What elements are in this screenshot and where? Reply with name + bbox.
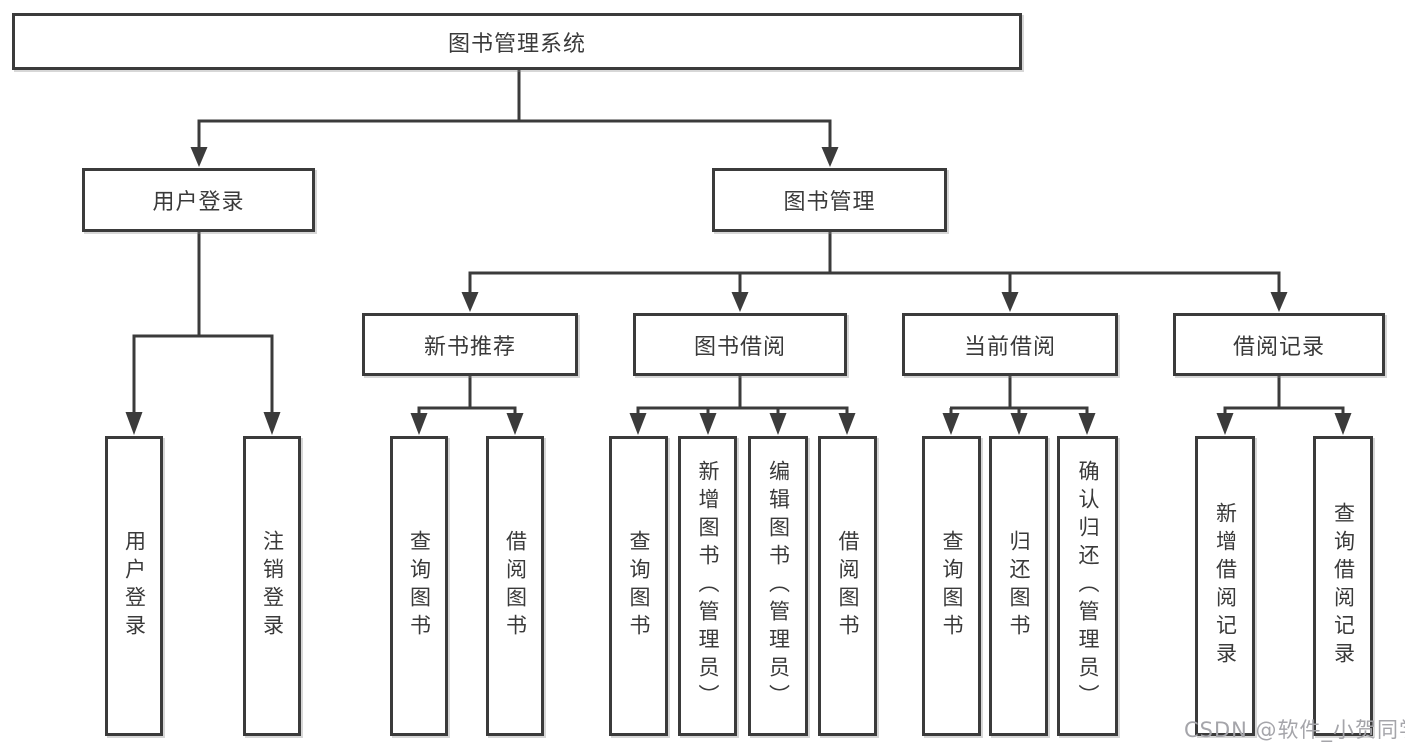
leaf-query-books-current: 查询图书: [922, 436, 981, 736]
leaf-borrow-books-recommend: 借阅图书: [486, 436, 544, 736]
node-root: 图书管理系统: [12, 13, 1022, 70]
node-book-management: 图书管理: [712, 168, 947, 232]
leaf-logout: 注销登录: [243, 436, 301, 736]
node-user-login: 用户登录: [82, 168, 315, 232]
leaf-query-borrow-record: 查询借阅记录: [1313, 436, 1373, 736]
leaf-edit-books-admin: 编辑图书（管理员）: [748, 436, 808, 736]
leaf-borrow-books: 借阅图书: [818, 436, 877, 736]
leaf-user-login: 用户登录: [105, 436, 163, 736]
node-new-book-recommend: 新书推荐: [362, 313, 578, 376]
node-book-borrow: 图书借阅: [633, 313, 847, 376]
leaf-add-books-admin: 新增图书（管理员）: [678, 436, 737, 736]
leaf-query-books-recommend: 查询图书: [390, 436, 448, 736]
node-current-borrow: 当前借阅: [902, 313, 1118, 376]
leaf-add-borrow-record: 新增借阅记录: [1195, 436, 1255, 736]
watermark: CSDN @软件_小贺同学: [1184, 718, 1405, 742]
leaf-confirm-return-admin: 确认归还（管理员）: [1057, 436, 1118, 736]
leaf-return-books: 归还图书: [989, 436, 1048, 736]
node-borrow-record: 借阅记录: [1173, 313, 1385, 376]
leaf-query-books-borrow: 查询图书: [609, 436, 668, 736]
